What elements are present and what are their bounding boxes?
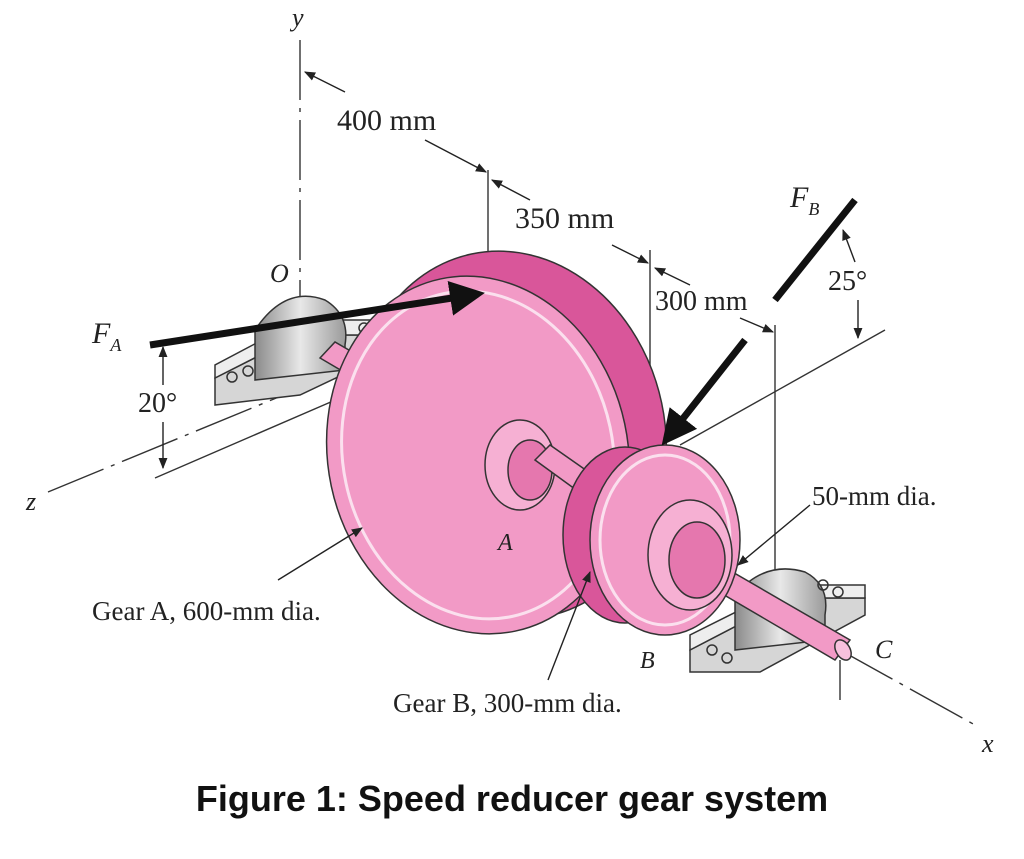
gear-b-description: Gear B, 300-mm dia. — [393, 688, 622, 718]
fb-angle-arrow-up — [842, 228, 856, 263]
shaft-dia-leader — [737, 504, 811, 566]
force-fb-arrow — [661, 337, 748, 446]
shaft-dia-description: 50-mm dia. — [812, 481, 936, 511]
bearing-c-letter: C — [875, 635, 893, 664]
fb-angle-label: 25° — [828, 266, 867, 297]
force-fa-arrow — [149, 281, 485, 349]
x-axis — [839, 649, 976, 726]
dim-350-label: 350 mm — [515, 202, 614, 235]
dim-400-arrow-right — [424, 139, 487, 173]
fb-ref-line — [679, 329, 886, 446]
dim-350-arrow-left — [491, 179, 531, 201]
gear-b-letter: B — [640, 648, 655, 674]
gear-a-leader — [277, 527, 363, 581]
dimension-arrows — [158, 71, 863, 681]
fa-ref-line — [154, 397, 341, 479]
x-axis-label: x — [981, 729, 994, 758]
y-axis-label: y — [289, 3, 304, 32]
dim-300-arrow-left — [653, 267, 691, 286]
fa-angle-label: 20° — [138, 388, 177, 419]
gear-b — [562, 444, 741, 636]
force-fa-label: FA — [91, 317, 122, 355]
origin-label: O — [270, 259, 289, 288]
dim-300-arrow-right — [739, 317, 775, 333]
gear-b-leader — [547, 570, 591, 681]
gear-a-letter: A — [496, 530, 513, 556]
dim-400-label: 400 mm — [337, 104, 436, 137]
figure-caption: Figure 1: Speed reducer gear system — [195, 778, 829, 819]
dim-400-arrow-left — [303, 71, 346, 93]
force-fb-label: FB — [789, 181, 819, 219]
dim-300-label: 300 mm — [655, 286, 748, 317]
dim-350-arrow-right — [611, 244, 650, 264]
gear-a-description: Gear A, 600-mm dia. — [92, 596, 321, 626]
force-fb-upper — [772, 197, 858, 303]
z-axis-label: z — [25, 487, 36, 516]
speed-reducer-diagram: y z x O 400 mm 350 mm 300 mm FA 20° FB 2… — [25, 3, 994, 758]
